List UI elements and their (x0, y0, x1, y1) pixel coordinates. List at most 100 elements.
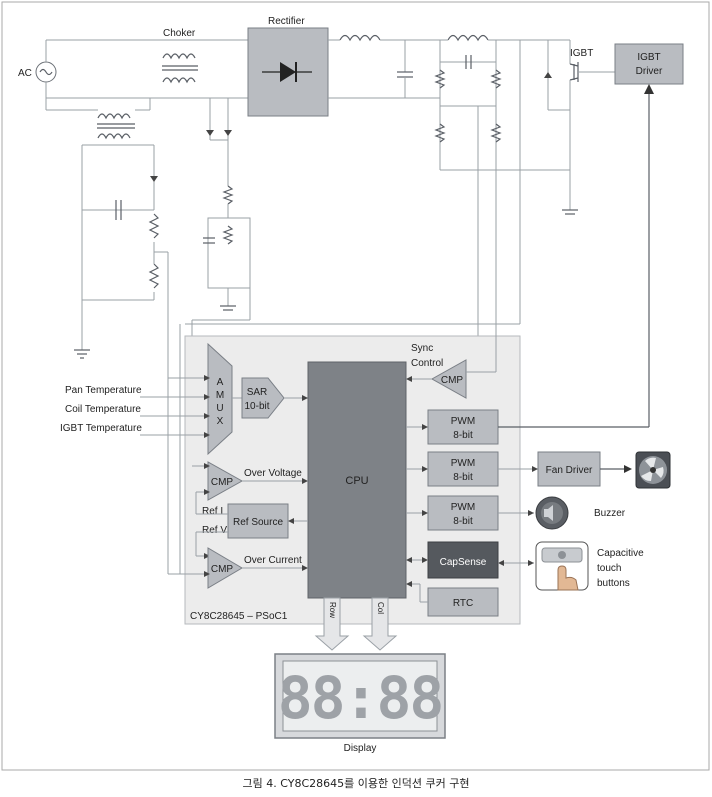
diode-icon (262, 62, 312, 82)
buzzer-icon (535, 496, 569, 530)
arrow-icon (204, 463, 210, 469)
arrow-icon (204, 413, 210, 419)
arrow-icon (422, 424, 428, 430)
rectifier-label: Rectifier (268, 16, 305, 27)
ground-icon (74, 349, 90, 359)
arrow-icon (422, 557, 428, 563)
buzzer-label: Buzzer (594, 508, 626, 519)
arrow-icon (624, 465, 632, 473)
ground-icon (220, 305, 236, 311)
ground-icon (562, 209, 578, 215)
igbt-label: IGBT (570, 48, 593, 59)
arrow-icon (204, 489, 210, 495)
capacitive-label-1: Capacitive (597, 548, 644, 559)
igbt-driver-label-1: IGBT (637, 52, 660, 63)
arrow-icon (644, 84, 654, 94)
ref-source-label: Ref Source (233, 517, 283, 528)
resistor-icon (148, 213, 160, 239)
arrow-icon (204, 375, 210, 381)
ref-v-label: Ref V (202, 525, 227, 536)
figure-caption: 그림 4. CY8C28645를 이용한 인덕션 쿠커 구현 (243, 777, 470, 790)
rtc-block (427, 587, 499, 617)
resistor-icon (434, 69, 446, 89)
sar-adc-block (241, 377, 285, 419)
capacitor-icon (203, 237, 215, 244)
touch-button-icon (535, 541, 589, 591)
choker-label: Choker (163, 28, 196, 39)
pwm3-label-2: 8-bit (453, 516, 473, 527)
arrow-icon (498, 560, 504, 566)
pwm1-label-2: 8-bit (453, 430, 473, 441)
choker-inductor-icon (162, 53, 198, 84)
igbt-driver-label-2: Driver (636, 66, 663, 77)
over-current-comparator-block (207, 547, 243, 589)
arrow-icon (528, 560, 534, 566)
arrow-icon (302, 395, 308, 401)
arrow-icon (532, 466, 538, 472)
over-current-label: Over Current (244, 555, 302, 566)
amux-block (207, 342, 233, 456)
arrow-icon (406, 376, 412, 382)
transformer-icon (97, 113, 135, 140)
arrow-icon (204, 571, 210, 577)
arrow-icon (406, 557, 412, 563)
rtc-label: RTC (453, 598, 473, 609)
pwm1-label-1: PWM (451, 416, 475, 427)
sense-network-box (207, 217, 251, 289)
cpu-label: CPU (345, 475, 368, 487)
cmp-oc-label: CMP (211, 564, 234, 575)
control-label: Control (411, 358, 443, 369)
arrow-icon (422, 510, 428, 516)
inductor-icon (339, 34, 381, 42)
sar-label-2: 10-bit (244, 401, 269, 412)
igbt-temperature-label: IGBT Temperature (60, 423, 142, 434)
amux-label-m: M (216, 390, 224, 401)
capacitor-icon (465, 55, 472, 69)
coil-temperature-label: Coil Temperature (65, 404, 141, 415)
cpu-block (307, 361, 407, 599)
resistor-icon (148, 263, 160, 289)
arrow-icon (204, 432, 210, 438)
capsense-label: CapSense (440, 557, 487, 568)
row-label: Row (328, 602, 337, 618)
display-label: Display (344, 743, 377, 754)
diode-icon (206, 130, 214, 136)
amux-label-u: U (216, 403, 223, 414)
arrow-icon (204, 553, 210, 559)
sync-comparator-block (430, 359, 467, 399)
chip-label: CY8C28645 – PSoC1 (190, 611, 288, 622)
arrow-icon (406, 581, 412, 587)
pan-temperature-label: Pan Temperature (65, 385, 142, 396)
ref-source-block (227, 503, 289, 539)
arrow-icon (302, 478, 308, 484)
diode-icon (224, 130, 232, 136)
pwm2-label-1: PWM (451, 458, 475, 469)
arrow-icon (528, 510, 534, 516)
capacitive-label-3: buttons (597, 578, 630, 589)
ref-i-label: Ref I (202, 506, 223, 517)
amux-label-x: X (217, 416, 224, 427)
over-voltage-comparator-block (207, 461, 244, 501)
resistor-icon (222, 185, 234, 205)
work-coil-icon (447, 34, 489, 42)
pwm2-label-2: 8-bit (453, 472, 473, 483)
pwm1-block (427, 409, 499, 445)
arrow-icon (288, 518, 294, 524)
cmp-ov-label: CMP (211, 477, 234, 488)
ac-wave-icon (39, 68, 53, 76)
fan-driver-label: Fan Driver (546, 465, 593, 476)
display-digits: 88:88 (278, 664, 443, 732)
sar-label-1: SAR (247, 387, 268, 398)
capacitor-icon (397, 71, 413, 78)
over-voltage-label: Over Voltage (244, 468, 302, 479)
pwm2-block (427, 451, 499, 487)
amux-label-a: A (217, 377, 224, 388)
display-panel (282, 660, 438, 732)
col-label: Col (376, 602, 385, 614)
resistor-icon (490, 69, 502, 89)
sync-cmp-label: CMP (441, 375, 464, 386)
diode-icon (150, 176, 158, 182)
ac-label: AC (18, 68, 32, 79)
pwm3-label-1: PWM (451, 502, 475, 513)
